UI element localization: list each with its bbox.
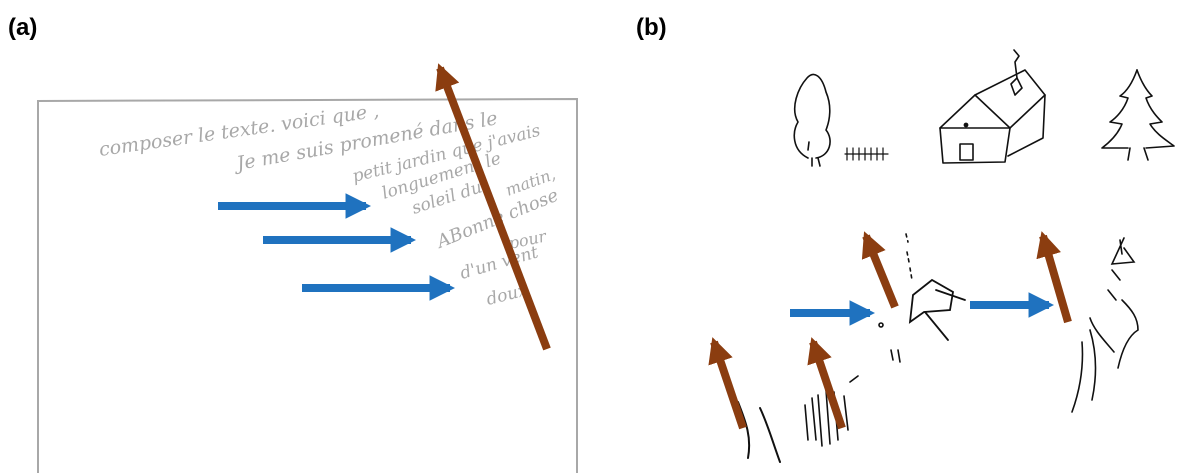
fence-icon [844,147,889,161]
writing-direction-arrow-b-2 [807,337,846,430]
scene-objects [793,49,1175,167]
stroke-fragment-window [878,322,884,328]
writing-direction-arrow-a [435,63,551,351]
panel-label-a: (a) [8,14,38,41]
panel-label-b: (b) [636,14,667,41]
house-icon [939,49,1046,164]
deciduous-tree-icon [793,73,831,167]
stroke-fragment-house-roof [924,289,966,341]
stroke-fragment-chimney [905,233,913,281]
stroke-fragment-tree-trunk [737,401,781,463]
reading-arrows-b [790,292,1055,326]
writing-direction-arrow-b-1 [708,337,747,430]
stroke-fragment-fir-body [1107,269,1139,369]
handwriting-line-9: d'un vent [458,242,541,283]
writing-direction-arrow-b-4 [1036,231,1072,324]
stroke-fragment-house-wall [908,278,954,324]
writing-direction-arrow-b-3 [861,231,899,309]
page-border [37,97,578,473]
reading-arrows-a [218,193,456,301]
writing-direction-arrows-b [708,231,1072,430]
distorted-sketch-strokes [737,233,1139,463]
fir-tree-icon [1101,69,1175,161]
stroke-fragment-fir-trunk [1071,317,1115,413]
stroke-fragment-fir-top [1110,237,1136,265]
stroke-fragment-door [890,349,901,363]
